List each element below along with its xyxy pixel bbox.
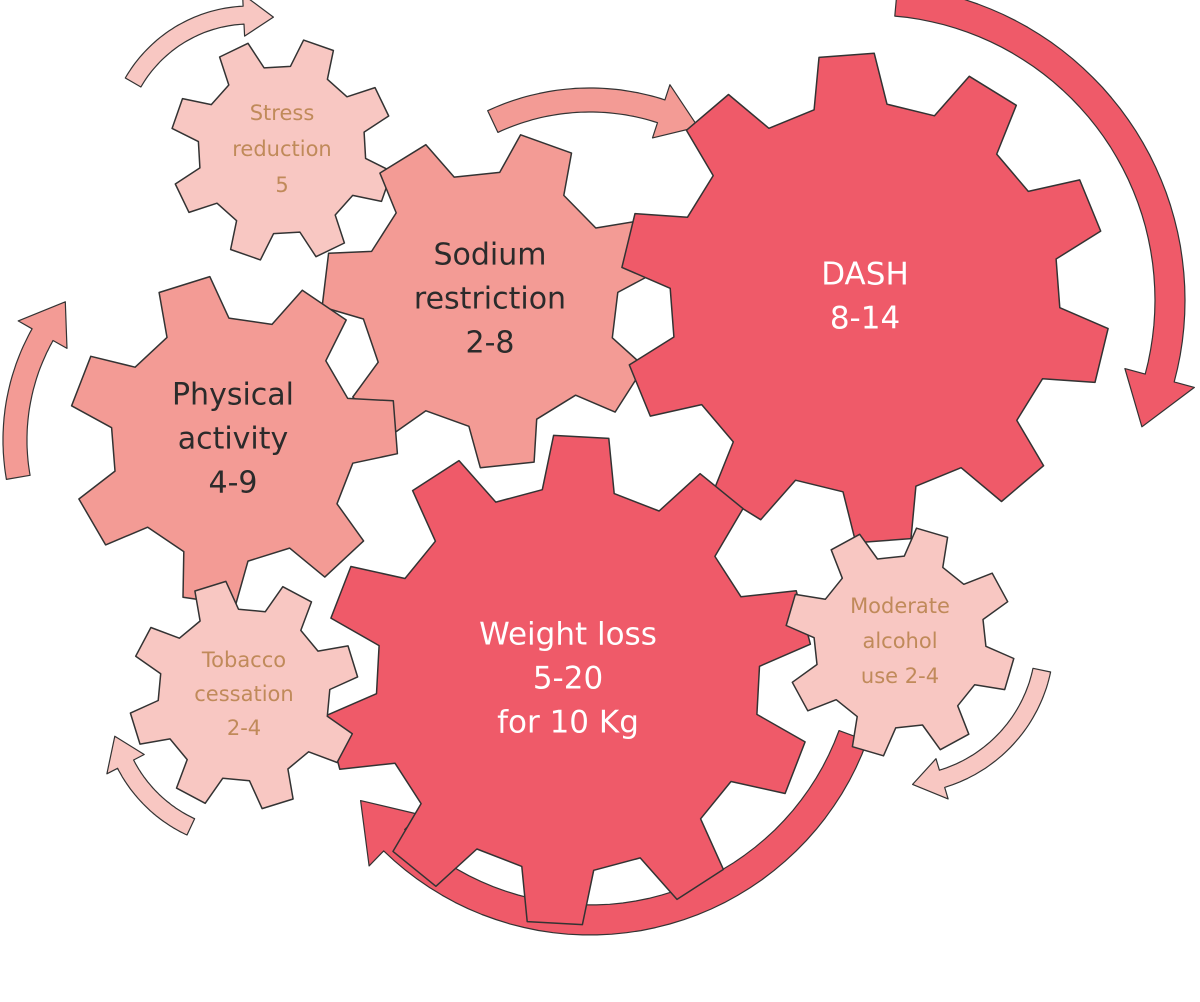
gear-stress-shape [171,39,393,261]
gear-stress-label-line: reduction [232,137,332,161]
gear-sodium-label-line: restriction [414,282,566,317]
gear-alcohol-label-line: alcohol [862,629,937,653]
gear-tobacco: Tobacco cessation 2-4 [129,580,359,810]
arrows-layer [2,0,1195,936]
gear-stress-label-line: 5 [275,173,288,197]
gear-weight-label-line: Weight loss [479,617,657,653]
gear-physical-label-line: Physical [172,378,294,413]
gear-alcohol: Moderate alcohol use 2-4 [785,527,1015,757]
gear-tobacco-label-line: cessation [194,682,293,706]
gear-stress: Stress reduction 5 [171,39,393,261]
weight-cycle-arrow [360,730,868,936]
stress-cycle-arrow [124,0,274,88]
gear-tobacco-label-line: 2-4 [227,716,261,740]
gear-dash: DASH 8-14 [621,52,1109,544]
physical-cycle-arrow [2,301,68,480]
gear-alcohol-label-line: Moderate [850,594,950,618]
gear-dash-shape [621,52,1109,544]
gear-weight-label-line: for 10 Kg [497,705,639,741]
gear-alcohol-shape [785,527,1015,757]
gear-weight-shape [324,434,812,926]
gear-weight: Weight loss 5-20 for 10 Kg [324,434,812,926]
gear-weight-label-line: 5-20 [533,661,603,697]
gear-sodium: Sodium restriction 2-8 [321,134,657,469]
gear-sodium-label-line: Sodium [433,238,546,273]
gear-physical-label-line: activity [178,422,289,457]
sodium-to-dash-arrow [487,84,699,139]
gear-dash-label-line: DASH [821,257,909,293]
gear-physical-label-line: 4-9 [209,466,258,501]
gear-dash-label-line: 8-14 [830,301,900,337]
gear-sodium-shape [321,134,657,469]
dash-cycle-arrow [894,0,1195,428]
tobacco-cycle-arrow [106,735,196,836]
gear-stress-label-line: Stress [250,101,315,125]
gear-tobacco-shape [129,580,359,810]
gear-alcohol-label-line: use 2-4 [861,664,939,688]
gear-physical: Physical activity 4-9 [70,275,399,606]
gear-sodium-label-line: 2-8 [466,326,515,361]
gear-tobacco-label-line: Tobacco [201,648,286,672]
alcohol-cycle-arrow [912,667,1052,800]
gear-physical-shape [70,275,399,606]
